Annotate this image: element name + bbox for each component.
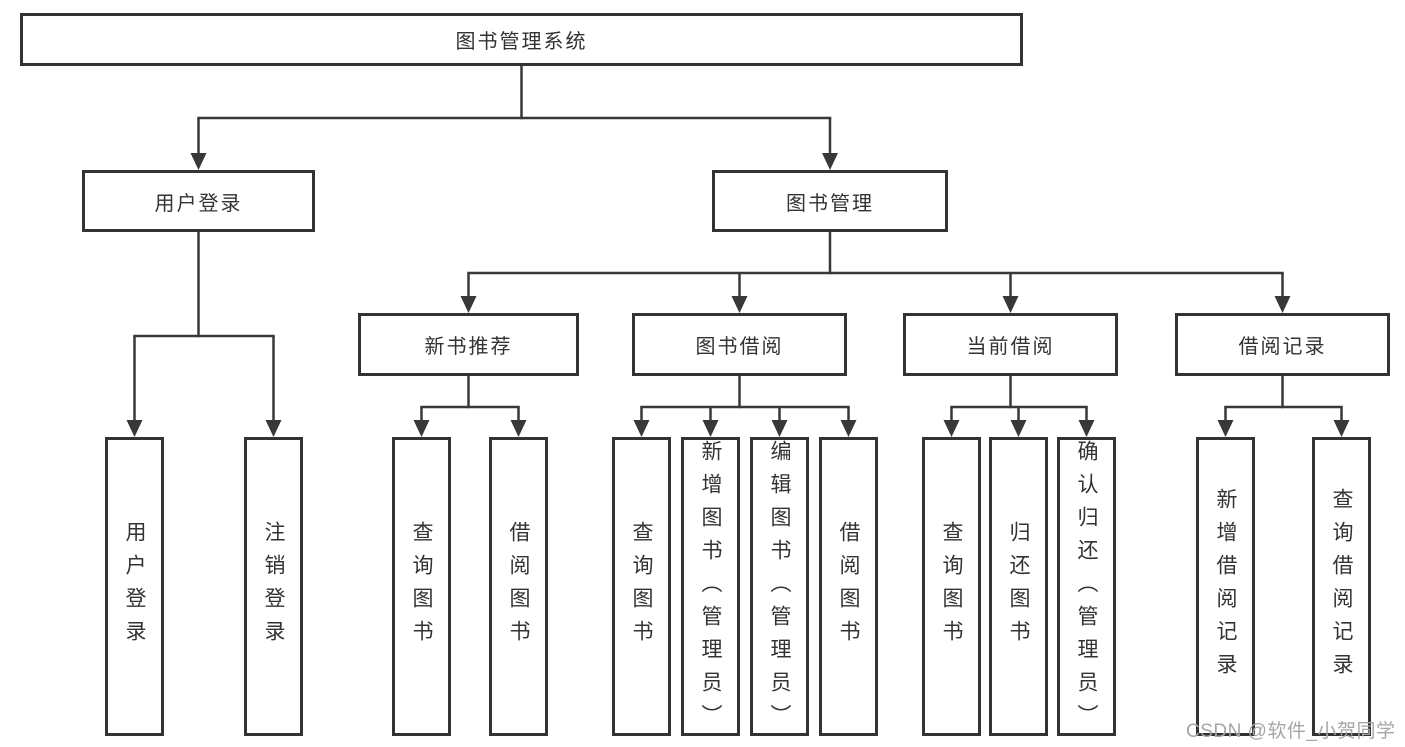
node-label: 新增借阅记录 <box>1214 487 1237 686</box>
arrowhead-icon <box>840 420 857 437</box>
node-label: 查询图书 <box>630 520 653 653</box>
node-query-books: 查询图书 <box>922 437 981 736</box>
node-add-borrow-record: 新增借阅记录 <box>1196 437 1255 736</box>
arrowhead-icon <box>413 420 430 437</box>
connector-current-to-children <box>943 376 1095 437</box>
node-label: 新书推荐 <box>424 336 513 358</box>
node-label: 查询借阅记录 <box>1330 487 1353 686</box>
node-label: 当前借阅 <box>966 336 1055 358</box>
arrowhead-icon <box>1078 420 1095 437</box>
node-label: 确认归还（管理员） <box>1075 440 1098 737</box>
arrowhead-icon <box>771 420 788 437</box>
csdn-watermark: CSDN @软件_小贺同学 <box>1186 721 1396 742</box>
node-user-login-leaf: 用户登录 <box>105 437 164 736</box>
node-borrow-books: 借阅图书 <box>819 437 878 736</box>
node-new-book-recommend: 新书推荐 <box>358 313 579 376</box>
node-root-system: 图书管理系统 <box>20 13 1023 66</box>
arrowhead-icon <box>822 153 838 170</box>
arrowhead-icon <box>1274 296 1291 313</box>
node-label: 注销登录 <box>262 520 285 653</box>
node-book-borrow: 图书借阅 <box>632 313 847 376</box>
node-confirm-return-admin: 确认归还（管理员） <box>1057 437 1116 737</box>
node-label: 查询图书 <box>410 520 433 653</box>
arrowhead-icon <box>126 420 143 437</box>
arrowhead-icon <box>190 153 207 170</box>
node-label: 编辑图书（管理员） <box>768 440 791 737</box>
node-label: 归还图书 <box>1007 520 1030 653</box>
node-query-books: 查询图书 <box>612 437 671 736</box>
node-book-management: 图书管理 <box>712 170 948 232</box>
node-query-borrow-record: 查询借阅记录 <box>1312 437 1371 736</box>
node-user-login: 用户登录 <box>82 170 315 232</box>
node-current-borrow: 当前借阅 <box>903 313 1118 376</box>
node-label: 图书管理 <box>786 192 874 215</box>
arrowhead-icon <box>1217 420 1234 437</box>
node-label: 图书借阅 <box>695 336 784 358</box>
arrowhead-icon <box>265 420 282 437</box>
node-label: 用户登录 <box>123 520 146 653</box>
node-label: 用户登录 <box>154 192 243 215</box>
node-query-books: 查询图书 <box>392 437 451 736</box>
arrowhead-icon <box>1002 296 1019 313</box>
arrowhead-icon <box>1010 420 1027 437</box>
node-add-books-admin: 新增图书（管理员） <box>681 437 740 737</box>
arrowhead-icon <box>702 420 719 437</box>
arrowhead-icon <box>943 420 960 437</box>
arrowhead-icon <box>1333 420 1350 437</box>
arrowhead-icon <box>731 296 748 313</box>
arrowhead-icon <box>633 420 650 437</box>
node-label: 借阅图书 <box>507 520 530 653</box>
connector-management-to-groups <box>460 232 1291 313</box>
node-label: 借阅记录 <box>1238 336 1327 358</box>
node-logout: 注销登录 <box>244 437 303 736</box>
node-label: 查询图书 <box>940 520 963 653</box>
arrowhead-icon <box>510 420 527 437</box>
arrowhead-icon <box>460 296 477 313</box>
connector-records-to-children <box>1217 376 1350 437</box>
node-label: 新增图书（管理员） <box>699 440 722 737</box>
node-label: 借阅图书 <box>837 520 860 653</box>
node-label: 图书管理系统 <box>455 31 588 53</box>
node-edit-books-admin: 编辑图书（管理员） <box>750 437 809 737</box>
node-borrow-books: 借阅图书 <box>489 437 548 736</box>
node-return-books: 归还图书 <box>989 437 1048 736</box>
connector-login-to-children <box>126 232 282 437</box>
connector-recommend-to-children <box>413 376 527 437</box>
connector-root-to-level2 <box>190 66 838 170</box>
connector-borrow-to-children <box>633 376 857 437</box>
node-borrow-records: 借阅记录 <box>1175 313 1390 376</box>
